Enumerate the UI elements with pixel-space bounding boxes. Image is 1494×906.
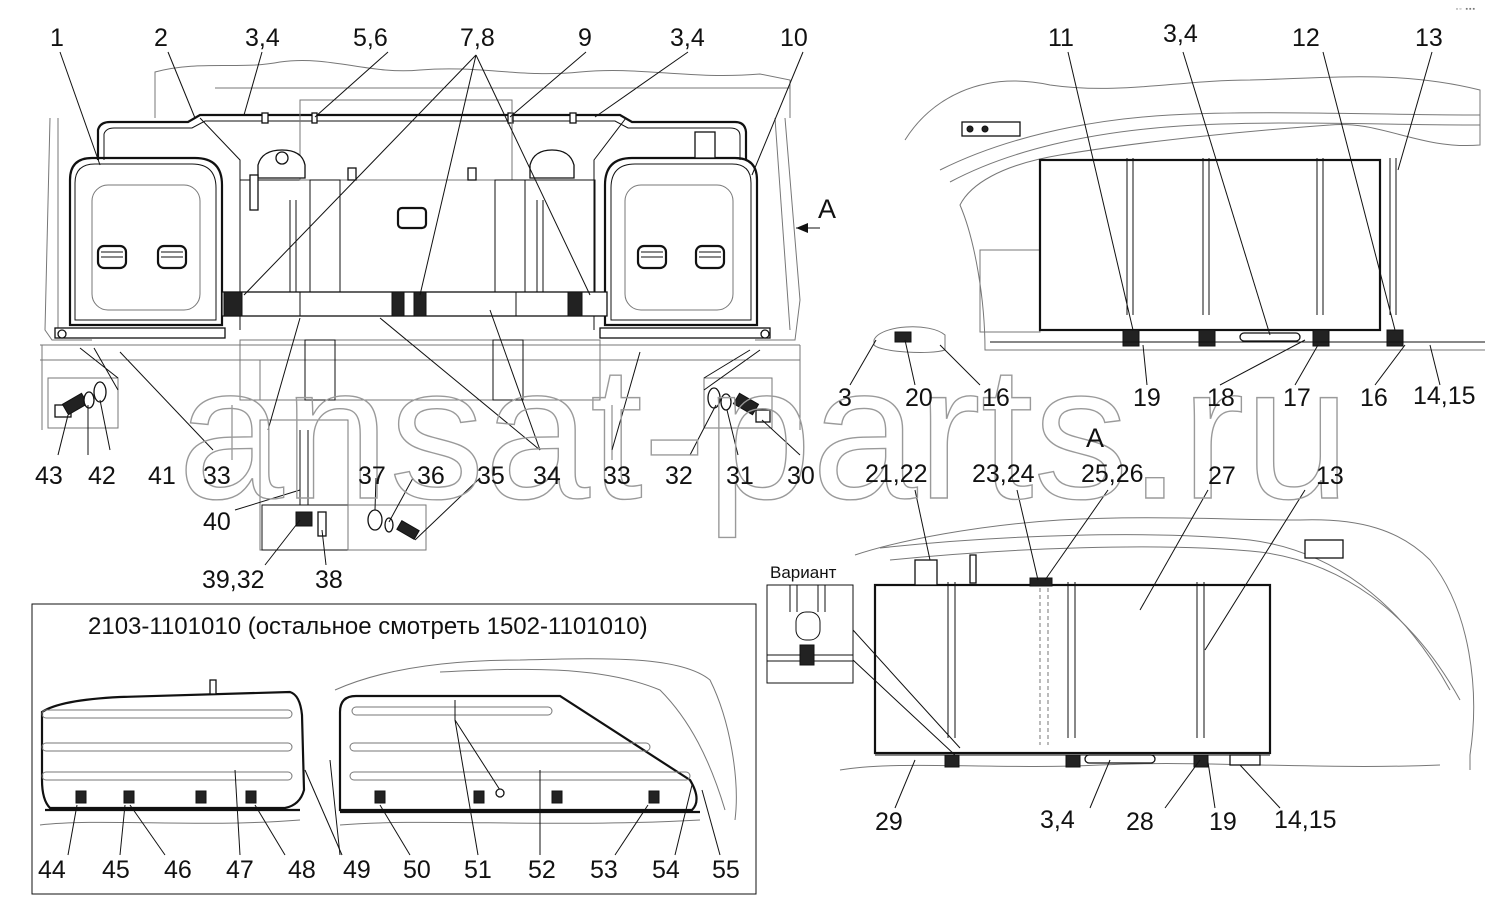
part-label: 29 [875, 808, 903, 836]
view-a-bottom-labels: 3 20 16 19 18 17 16 14,15 [838, 382, 1476, 412]
tank-handle-icon [96, 244, 128, 270]
main-view [40, 51, 820, 566]
part-label: 18 [1207, 384, 1235, 412]
part-label: 49 [343, 856, 371, 884]
part-label: 11 [1048, 24, 1074, 52]
inset-title: 2103-1101010 (остальное смотреть 1502-11… [88, 613, 648, 640]
part-label: 16 [1360, 384, 1388, 412]
part-label: 54 [652, 856, 680, 884]
part-label: 3,4 [1163, 20, 1198, 48]
fuel-pipe-top [96, 113, 748, 160]
right-fuel-tank [599, 131, 771, 339]
variant-view-bottom-labels: 29 3,4 28 19 14,15 [875, 806, 1337, 836]
part-label: 20 [905, 384, 933, 412]
part-label: 43 [35, 462, 63, 490]
main-view-top-labels: 1 2 3,4 5,6 7,8 9 3,4 10 [50, 24, 808, 52]
part-label: 14,15 [1274, 806, 1337, 834]
part-label: 30 [787, 462, 815, 490]
inset-tank-left [40, 690, 306, 810]
part-label: 9 [578, 24, 592, 52]
part-label: 1 [50, 24, 64, 52]
tank-handle-icon [694, 244, 726, 270]
part-label: 39,32 [202, 566, 265, 594]
view-a-tank [1038, 158, 1382, 332]
tank-handle-icon [156, 244, 188, 270]
part-label: 31 [726, 462, 754, 490]
inset-frame [31, 603, 757, 895]
part-label: 40 [203, 508, 231, 536]
view-arrow-label: A [818, 194, 836, 224]
part-label: 37 [358, 462, 386, 490]
part-label: 5,6 [353, 24, 388, 52]
leader-lines-main [57, 51, 820, 566]
part-label: 17 [1283, 384, 1311, 412]
part-label: 53 [590, 856, 618, 884]
part-label: 19 [1133, 384, 1161, 412]
part-label: 28 [1126, 808, 1154, 836]
variant-view-top-labels: 21,22 23,24 25,26 27 13 [865, 460, 1344, 490]
bolt-detail-left [47, 347, 119, 429]
main-view-bottom-labels: 43 42 41 33 34 35 33 32 31 30 [35, 462, 815, 490]
inset-tank-right [338, 694, 698, 812]
clamp-detail [259, 419, 427, 551]
part-label: 46 [164, 856, 192, 884]
part-label: 3 [838, 384, 852, 412]
part-label: 45 [102, 856, 130, 884]
bolt-detail-right [703, 349, 773, 429]
view-a-top-labels: 11 3,4 12 13 [1048, 20, 1443, 52]
part-label: 14,15 [1413, 382, 1476, 410]
corner-icons: ▫◦ ▪▪▪ [1455, 6, 1476, 13]
part-label: 13 [1316, 462, 1344, 490]
left-fuel-tank [54, 156, 226, 339]
part-label: 27 [1208, 462, 1236, 490]
part-label: 51 [464, 856, 492, 884]
part-label: 2 [154, 24, 168, 52]
tank-handle-icon [636, 244, 668, 270]
part-label: 47 [226, 856, 254, 884]
part-label: 33 [603, 462, 631, 490]
part-label: 16 [982, 384, 1010, 412]
part-label: 55 [712, 856, 740, 884]
part-label: 12 [1292, 24, 1320, 52]
part-label: 7,8 [460, 24, 495, 52]
watermark: ansat-parts.ru [178, 327, 1350, 539]
variant-label: Вариант [770, 563, 837, 582]
part-label: 10 [780, 24, 808, 52]
part-label: 13 [1415, 24, 1443, 52]
center-equipment [40, 99, 801, 460]
view-marker: A [1086, 423, 1104, 453]
view-arrow-icon [796, 223, 808, 233]
part-label: 23,24 [972, 460, 1035, 488]
part-label: 44 [38, 856, 66, 884]
main-view-lower-labels: 40 37 36 39,32 38 [202, 462, 445, 594]
part-label: 19 [1209, 808, 1237, 836]
part-label: 41 [148, 462, 176, 490]
variant-inset [766, 584, 961, 756]
view-a [849, 51, 1485, 386]
part-label: 52 [528, 856, 556, 884]
part-label: 21,22 [865, 460, 928, 488]
inset-box [31, 603, 757, 895]
part-label: 38 [315, 566, 343, 594]
part-label: 32 [665, 462, 693, 490]
part-label: 34 [533, 462, 561, 490]
part-label: 3,4 [670, 24, 705, 52]
variant-view [766, 489, 1475, 809]
part-label: 42 [88, 462, 116, 490]
part-label: 35 [477, 462, 505, 490]
part-label: 25,26 [1081, 460, 1144, 488]
variant-view-tank [873, 583, 1272, 755]
part-label: 48 [288, 856, 316, 884]
body-outline [154, 59, 791, 118]
part-label: 36 [417, 462, 445, 490]
part-label: 33 [203, 462, 231, 490]
part-label: 3,4 [1040, 806, 1075, 834]
part-label: 50 [403, 856, 431, 884]
inset-bottom-labels: 44 45 46 47 48 49 50 51 52 53 54 55 [38, 856, 740, 884]
part-label: 3,4 [245, 24, 280, 52]
